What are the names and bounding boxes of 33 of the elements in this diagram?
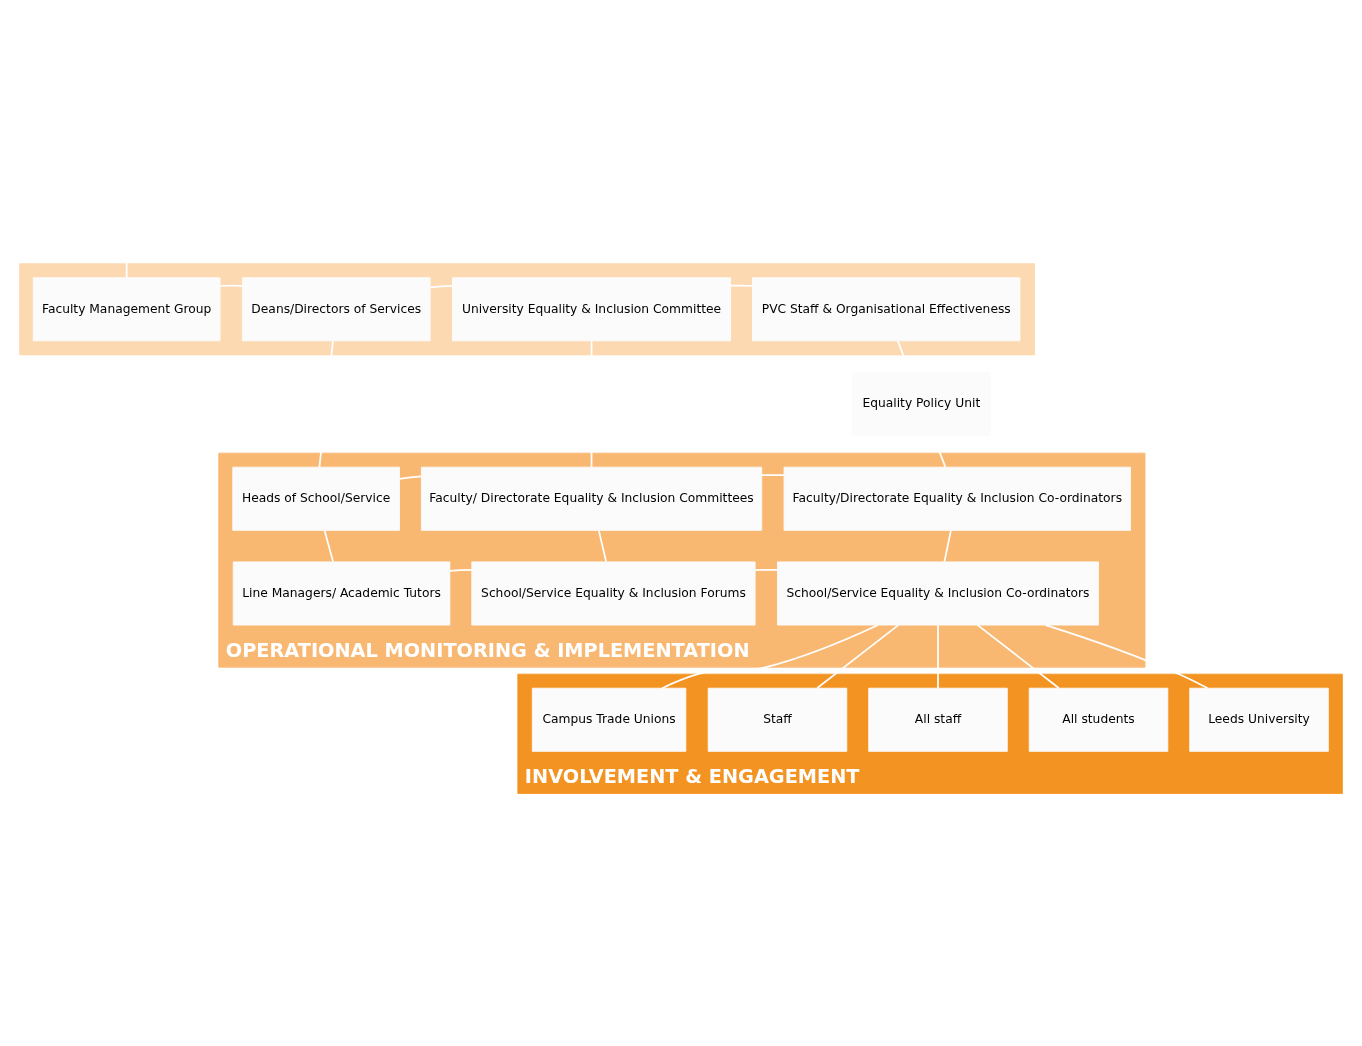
connector (761, 474, 785, 477)
connector (937, 624, 939, 689)
connector (449, 568, 473, 572)
node-box: Staff (707, 687, 848, 752)
connector (318, 340, 334, 469)
node-box: Faculty/Directorate Equality & Inclusion Co-ordinators (783, 466, 1131, 531)
node-text: Equality Policy Unit (862, 396, 981, 411)
connector (1044, 624, 1209, 689)
node-box: Line Managers/ Academic Tutors (232, 561, 451, 626)
connector (398, 475, 423, 480)
connector (429, 284, 454, 289)
node-box: PVC Staff & Organisational Effectiveness (752, 277, 1021, 342)
node-box: School/Service Equality & Inclusion Forums (471, 561, 756, 626)
connector (943, 529, 952, 563)
node-box: All students (1028, 687, 1169, 752)
node-box: Faculty Management Group (32, 277, 221, 342)
connector (816, 624, 900, 689)
node-box: Campus Trade Unions (531, 687, 687, 752)
cluster (19, 263, 1035, 356)
node-box: University Equality & Inclusion Committee (452, 277, 731, 342)
connector (976, 624, 1060, 689)
connector (219, 284, 244, 287)
node-box: Deans/Directors of Services (242, 277, 431, 342)
node-box: School/Service Equality & Inclusion Co-ordinators (777, 561, 1099, 626)
connector (597, 529, 608, 563)
connector (754, 568, 779, 572)
node-box: Faculty/ Directorate Equality & Inclusion Committees (420, 466, 763, 531)
connector (323, 529, 334, 563)
connector (729, 284, 754, 287)
node-box: Heads of School/Service (232, 466, 400, 531)
node-box: All staff (868, 687, 1008, 752)
node-box: Leeds University (1189, 687, 1329, 752)
connector (661, 624, 879, 690)
